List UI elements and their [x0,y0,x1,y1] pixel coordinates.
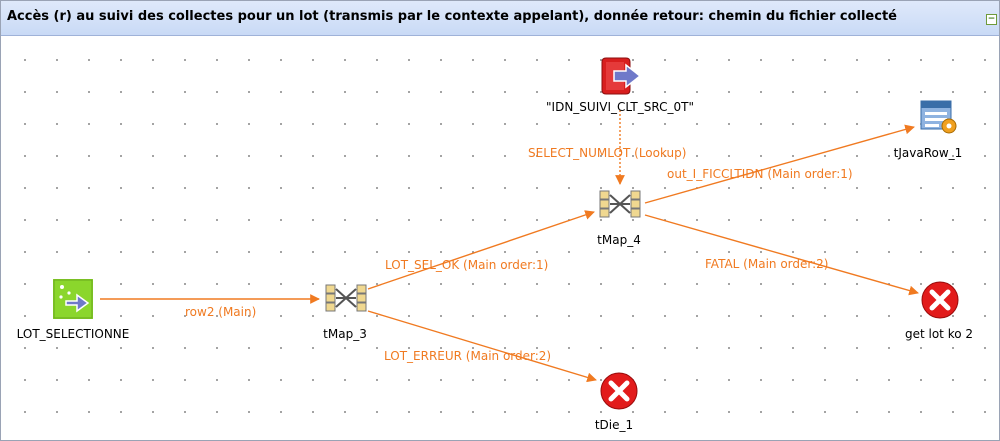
job-title: Accès (r) au suivi des collectes pour un… [7,9,897,24]
node-idn-suivi[interactable] [598,56,642,96]
link-fatal[interactable] [644,214,919,296]
error-die-icon [600,372,638,410]
error-die-icon [921,281,959,319]
link-label-row2[interactable]: row2 (Main) [185,305,256,319]
node-label-getlotko: get lot ko 2 [904,327,974,341]
node-label-tdie: tDie_1 [594,418,634,432]
node-label-lot-selectionne: LOT_SELECTIONNE [16,327,130,341]
tmap-icon [325,284,367,312]
link-out-i[interactable] [644,124,915,204]
collapse-icon[interactable]: − [986,14,997,25]
db-input-icon [601,57,642,95]
node-label-tmap3: tMap_3 [323,327,367,341]
node-label-tjavarow: tJavaRow_1 [893,146,963,160]
node-lot-selectionne[interactable] [53,279,93,319]
link-lot-sel-ok[interactable] [367,210,595,290]
link-label-lot-erreur[interactable]: LOT_ERREUR (Main order:2) [384,349,551,363]
link-label-lot-sel-ok[interactable]: LOT_SEL_OK (Main order:1) [385,258,548,272]
node-tmap3[interactable] [325,283,367,313]
node-getlotko[interactable] [920,280,960,320]
node-label-idn-suivi: "IDN_SUIVI_CLT_SRC_0T" [546,100,694,114]
node-tjavarow[interactable] [918,97,960,137]
tmap-icon [599,190,641,218]
link-lot-erreur[interactable] [367,310,597,383]
link-label-out-i[interactable]: out_I_FICCLTIDN (Main order:1) [667,167,853,181]
link-label-fatal[interactable]: FATAL (Main order:2) [705,257,828,271]
job-title-bar: Accès (r) au suivi des collectes pour un… [1,1,999,36]
design-canvas[interactable] [1,36,999,440]
node-label-tmap4: tMap_4 [597,233,641,247]
link-label-select-numlot[interactable]: SELECT_NUMLOT (Lookup) [528,146,686,160]
java-row-icon [920,100,957,134]
node-tdie[interactable] [599,371,639,411]
node-tmap4[interactable] [599,189,641,219]
row-generator-icon [53,279,93,319]
